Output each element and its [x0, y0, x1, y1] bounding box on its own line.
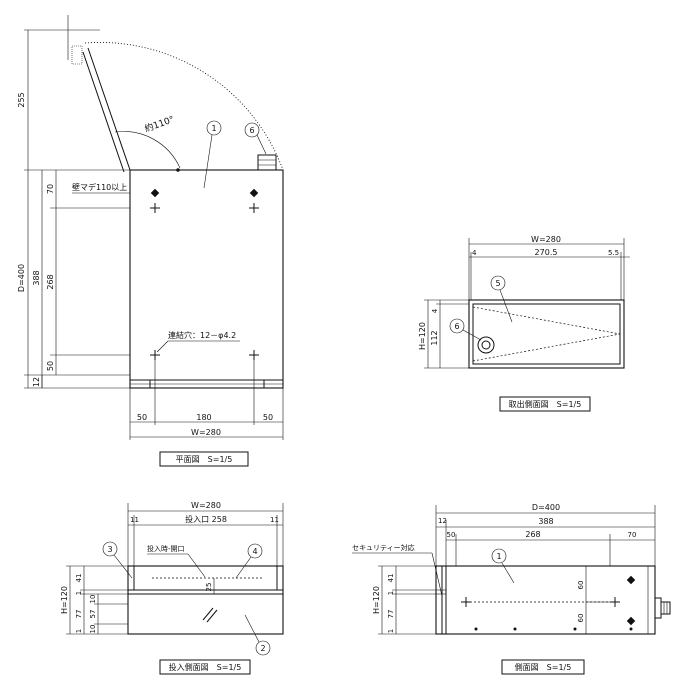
outlet-caption: 取出側面図 S=1/5 — [509, 399, 582, 409]
outlet-part-5: 5 — [495, 279, 500, 288]
side-dim-268: 268 — [525, 530, 540, 539]
inlet-dim-11b: 11 — [270, 516, 279, 524]
inlet-dim-1b: 1 — [75, 629, 83, 633]
side-dim-77: 77 — [387, 610, 395, 619]
bottom-dim-180: 180 — [196, 413, 211, 422]
width-label: W=280 — [191, 428, 221, 437]
top-view-caption: 平面図 S=1/5 — [176, 455, 233, 464]
top-view: 255 D=400 388 70 268 50 12 約110° 壁マデ110以… — [17, 15, 284, 467]
part-6-label: 6 — [249, 126, 254, 135]
inlet-part-3: 3 — [107, 545, 112, 554]
outlet-dim-4: 4 — [472, 249, 477, 257]
side-dim-60a: 60 — [577, 581, 585, 590]
inlet-width: W=280 — [191, 501, 221, 510]
outlet-dim-112: 112 — [430, 330, 439, 345]
inlet-dim-11a: 11 — [130, 516, 139, 524]
dim-d400: D=400 — [17, 264, 26, 292]
dim-12: 12 — [32, 377, 41, 387]
inlet-dim-41: 41 — [75, 574, 83, 583]
inlet-dim-10b: 10 — [89, 625, 97, 634]
part-1-label: 1 — [211, 124, 216, 133]
dim-388: 388 — [32, 270, 41, 285]
outlet-dim-5-5: 5.5 — [608, 249, 619, 257]
inlet-part-2: 2 — [260, 644, 265, 653]
inlet-view: W=280 11 投入口 258 11 25 投入時-開口 3 4 2 — [60, 501, 284, 675]
inlet-dim-57: 57 — [89, 610, 97, 619]
side-security-note: セキュリティー対応 — [352, 543, 415, 552]
side-dim-41: 41 — [387, 574, 395, 583]
hole-note: 連結穴：12－φ4.2 — [168, 330, 236, 340]
side-dim-12: 12 — [438, 517, 447, 525]
side-dim-70: 70 — [628, 531, 637, 539]
side-dim-1b: 1 — [387, 629, 395, 633]
side-caption: 側面図 S=1/5 — [515, 662, 572, 672]
inlet-dim-77: 77 — [75, 610, 83, 619]
inlet-part-4: 4 — [252, 547, 257, 556]
side-dim-60b: 60 — [577, 614, 585, 623]
wall-note: 壁マデ110以上 — [72, 182, 127, 192]
inlet-label-258: 投入口 258 — [185, 514, 227, 524]
side-dim-1a: 1 — [387, 591, 395, 595]
bottom-dim-50b: 50 — [263, 413, 273, 422]
side-view: D=400 12 388 50 268 70 セキュリティー対応 1 60 — [352, 503, 671, 675]
side-part-1: 1 — [496, 552, 501, 561]
dim-255: 255 — [17, 92, 26, 107]
outlet-dim-270-5: 270.5 — [535, 248, 558, 257]
outlet-part-6: 6 — [454, 322, 459, 331]
outlet-width: W=280 — [531, 235, 561, 244]
outlet-h120: H=120 — [418, 322, 427, 350]
dim-70: 70 — [46, 184, 55, 194]
dim-50: 50 — [46, 361, 55, 371]
angle-label: 約110° — [143, 113, 176, 135]
side-dim-388: 388 — [538, 517, 553, 526]
bottom-dim-50a: 50 — [137, 413, 147, 422]
outlet-view: W=280 4 270.5 5.5 H=120 4 112 6 5 取出側面図 … — [418, 235, 630, 412]
inlet-dim-10: 10 — [89, 595, 97, 604]
side-depth: D=400 — [532, 503, 560, 512]
side-dim-50: 50 — [447, 531, 456, 539]
outlet-dim-4b: 4 — [431, 308, 439, 313]
inlet-open-note: 投入時-開口 — [147, 544, 185, 553]
inlet-dim-25: 25 — [205, 583, 213, 592]
inlet-caption: 投入側面図 S=1/5 — [169, 662, 242, 672]
dim-268: 268 — [46, 274, 55, 289]
inlet-h120: H=120 — [60, 586, 69, 614]
side-h120: H=120 — [372, 586, 381, 614]
inlet-dim-1a: 1 — [75, 591, 83, 595]
